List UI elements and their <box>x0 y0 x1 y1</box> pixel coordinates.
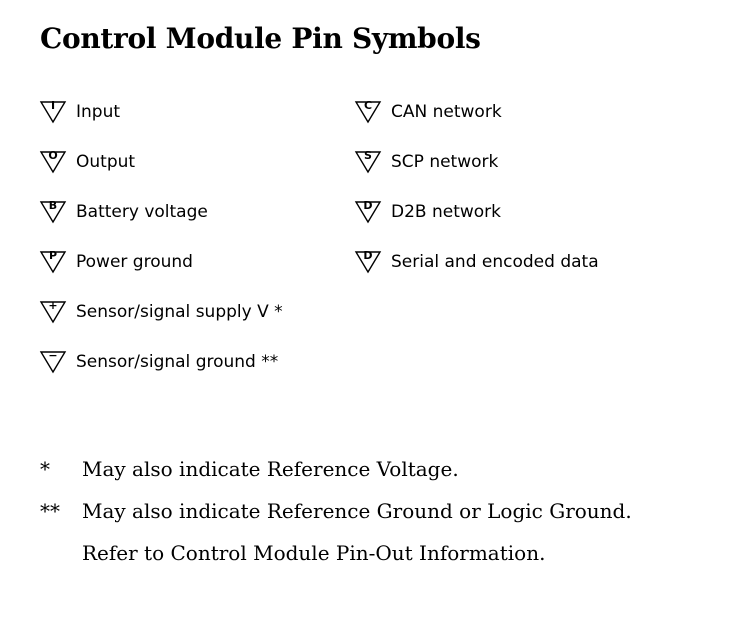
serial-data-pin-symbol-icon: D <box>353 249 383 275</box>
output-pin-symbol-icon: O <box>38 149 68 175</box>
input-pin-symbol-icon: I <box>38 99 68 125</box>
sensor-ground-pin-symbol-icon: − <box>38 349 68 375</box>
footnote-marker: * <box>40 457 50 481</box>
sensor-supply-pin-symbol-icon: + <box>38 299 68 325</box>
legend-label-battery-voltage: Battery voltage <box>76 202 208 222</box>
can-network-pin-symbol-icon: C <box>353 99 383 125</box>
legend-item-d2b-network: D D2B network <box>353 197 501 227</box>
legend-item-serial-data: D Serial and encoded data <box>353 247 599 277</box>
legend-label-can-network: CAN network <box>391 102 502 122</box>
footnote-marker: ** <box>40 499 60 523</box>
legend-label-sensor-ground: Sensor/signal ground ** <box>76 352 279 372</box>
footnote-text: May also indicate Reference Voltage. <box>82 457 459 481</box>
legend-item-sensor-supply: + Sensor/signal supply V * <box>38 297 283 327</box>
legend-item-output: O Output <box>38 147 135 177</box>
legend-label-serial-data: Serial and encoded data <box>391 252 599 272</box>
legend-item-power-ground: P Power ground <box>38 247 193 277</box>
scp-network-pin-symbol-icon: S <box>353 149 383 175</box>
legend-label-power-ground: Power ground <box>76 252 193 272</box>
power-ground-pin-symbol-icon: P <box>38 249 68 275</box>
footnote-reference-ground: ** May also indicate Reference Ground or … <box>40 498 632 524</box>
footnote-text: Refer to Control Module Pin-Out Informat… <box>82 541 546 565</box>
legend-item-input: I Input <box>38 97 120 127</box>
footnote-text: May also indicate Reference Ground or Lo… <box>82 499 632 523</box>
battery-voltage-pin-symbol-icon: B <box>38 199 68 225</box>
legend-label-scp-network: SCP network <box>391 152 499 172</box>
legend-label-input: Input <box>76 102 121 122</box>
legend-item-scp-network: S SCP network <box>353 147 498 177</box>
legend-label-sensor-supply: Sensor/signal supply V * <box>76 302 283 322</box>
legend-item-can-network: C CAN network <box>353 97 502 127</box>
footnote-reference-voltage: * May also indicate Reference Voltage. <box>40 456 459 482</box>
legend-item-battery-voltage: B Battery voltage <box>38 197 208 227</box>
legend-item-sensor-ground: − Sensor/signal ground ** <box>38 347 278 377</box>
legend-label-d2b-network: D2B network <box>391 202 502 222</box>
footnote-pinout-reference: Refer to Control Module Pin-Out Informat… <box>40 540 545 566</box>
d2b-network-pin-symbol-icon: D <box>353 199 383 225</box>
page-title: Control Module Pin Symbols <box>40 22 481 55</box>
legend-label-output: Output <box>76 152 136 172</box>
